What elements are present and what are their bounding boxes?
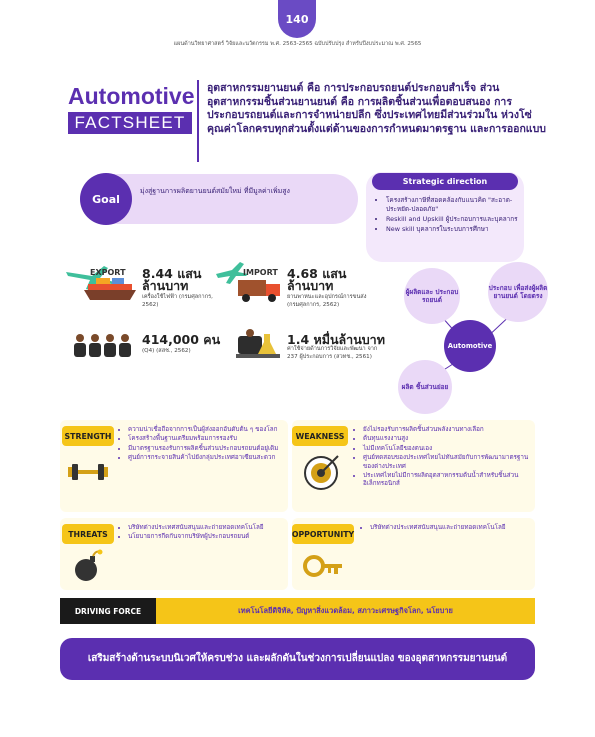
import-value: 4.68 แสน ล้านบาท — [287, 266, 347, 293]
weakness-item: ประเทศไทยไม่มีการผลิตอุตสาหกรรมต้นน้ำสำห… — [363, 472, 530, 489]
opportunity-item: บริษัทต่างประเทศสนับสนุนและถ่ายทอดเทคโนโ… — [370, 524, 530, 532]
dumbbell-icon — [68, 464, 108, 480]
bomb-icon — [75, 549, 103, 581]
rnd-value: 1.4 หมื่นล้านบาท — [287, 332, 385, 347]
export-label: EXPORT — [90, 268, 126, 277]
bubble-sub-parts: ผลิต ชิ้นส่วนย่อย — [398, 360, 452, 414]
strategic-heading: Strategic direction — [372, 173, 518, 190]
import-truck-plane-icon — [216, 262, 280, 302]
strength-item: ความน่าเชื่อถือจากการเป็นผู้ส่งออกอันดับ… — [128, 426, 280, 434]
export-ship-plane-icon — [66, 266, 136, 300]
driving-force-text: เทคโนโลยีดิจิทัล, ปัญหาสิ่งแวดล้อม, สภาว… — [156, 598, 535, 624]
title-subword: FACTSHEET — [68, 112, 192, 134]
threats-item: นโยบายการกีดกันจากบริษัทผู้ประกอบรถยนต์ — [128, 533, 280, 541]
bubble-manufacturers: ผู้ผลิตและ ประกอบ รถยนต์ — [404, 268, 460, 324]
page-number: 140 — [278, 0, 316, 38]
weakness-item: ศูนย์ทดสอบของประเทศไทยไม่ทันสมัยกับการพั… — [363, 454, 530, 471]
bubble-tier-suppliers: ประกอบ เพื่อส่งผู้ผลิต ยานยนต์ โดยตรง — [488, 262, 548, 322]
intro-text: อุตสาหกรรมยานยนต์ คือ การประกอบรถยนต์ประ… — [207, 82, 546, 135]
import-desc: ยานพาหนะและอุปกรณ์การขนส่ง (กรมศุลกากร, … — [287, 294, 367, 308]
export-desc: เครื่องใช้ไฟฟ้า (กรมศุลกากร, 2562) — [142, 294, 213, 308]
threats-list: บริษัทต่างประเทศสนับสนุนและถ่ายทอดเทคโนโ… — [120, 524, 280, 543]
strength-item: มีมาตรฐานรองรับการผลิตชิ้นส่วนประกอบรถยน… — [128, 445, 280, 453]
key-icon — [303, 555, 342, 577]
goal-badge: Goal — [80, 173, 132, 225]
weakness-item: ไม่มีเทคโนโลยีของตนเอง — [363, 445, 530, 453]
strength-list: ความน่าเชื่อถือจากการเป็นผู้ส่งออกอันดับ… — [120, 426, 280, 464]
export-value: 8.44 แสน ล้านบาท — [142, 266, 202, 293]
running-header: แผนด้านวิทยาศาสตร์ วิจัยและนวัตกรรม พ.ศ.… — [173, 41, 422, 47]
opportunity-list: บริษัทต่างประเทศสนับสนุนและถ่ายทอดเทคโนโ… — [362, 524, 530, 533]
strength-tag: STRENGTH — [62, 426, 114, 446]
strength-item: โครงสร้างพื้นฐานเตรียมพร้อมการรองรับ — [128, 435, 280, 443]
threats-tag: THREATS — [62, 524, 114, 544]
weakness-item: ต้นทุนแรงงานสูง — [363, 435, 530, 443]
research-lab-icon — [236, 329, 280, 358]
target-icon — [304, 455, 339, 490]
import-label: IMPORT — [243, 268, 278, 277]
workforce-people-icon — [74, 334, 131, 357]
strategic-item: โครงสร้างภาษีที่สอดคล้องกับแนวคิด "สะอาด… — [386, 196, 518, 214]
threats-item: บริษัทต่างประเทศสนับสนุนและถ่ายทอดเทคโนโ… — [128, 524, 280, 532]
workforce-value: 414,000 คน — [142, 332, 221, 347]
title-word: Automotive — [68, 83, 195, 109]
goal-text: มุ่งสู่ฐานการผลิตยานยนต์สมัยใหม่ ที่มีมู… — [140, 187, 290, 195]
weakness-item: ยังไม่รองรับการผลิตชิ้นส่วนพลังงานทางเลื… — [363, 426, 530, 434]
weakness-list: ยังไม่รองรับการผลิตชิ้นส่วนพลังงานทางเลื… — [355, 426, 530, 490]
workforce-desc: (Q4) (สสช., 2562) — [142, 348, 191, 354]
conclusion-banner: เสริมสร้างด้านระบบนิเวศให้ครบช่วง และผลั… — [60, 638, 535, 680]
strategic-item: Reskill and Upskill ผู้ประกอบการและบุคลา… — [386, 215, 518, 224]
weakness-tag: WEAKNESS — [292, 426, 348, 446]
diagram-hub: Automotive — [444, 320, 496, 372]
title-divider — [197, 80, 199, 162]
driving-force-label: DRIVING FORCE — [60, 598, 156, 624]
strategic-item: New skill บุคลากรในระบบการศึกษา — [386, 225, 518, 234]
strategic-list: โครงสร้างภาษีที่สอดคล้องกับแนวคิด "สะอาด… — [378, 196, 518, 235]
rnd-desc: ค่าใช้จ่ายด้านการวิจัยและพัฒนา จาก 237 ผ… — [287, 346, 378, 360]
strength-item: ศูนย์การกระจายสินค้าไปยังกลุ่มประเทศอาเซ… — [128, 454, 280, 462]
opportunity-tag: OPPORTUNITY — [292, 524, 354, 544]
